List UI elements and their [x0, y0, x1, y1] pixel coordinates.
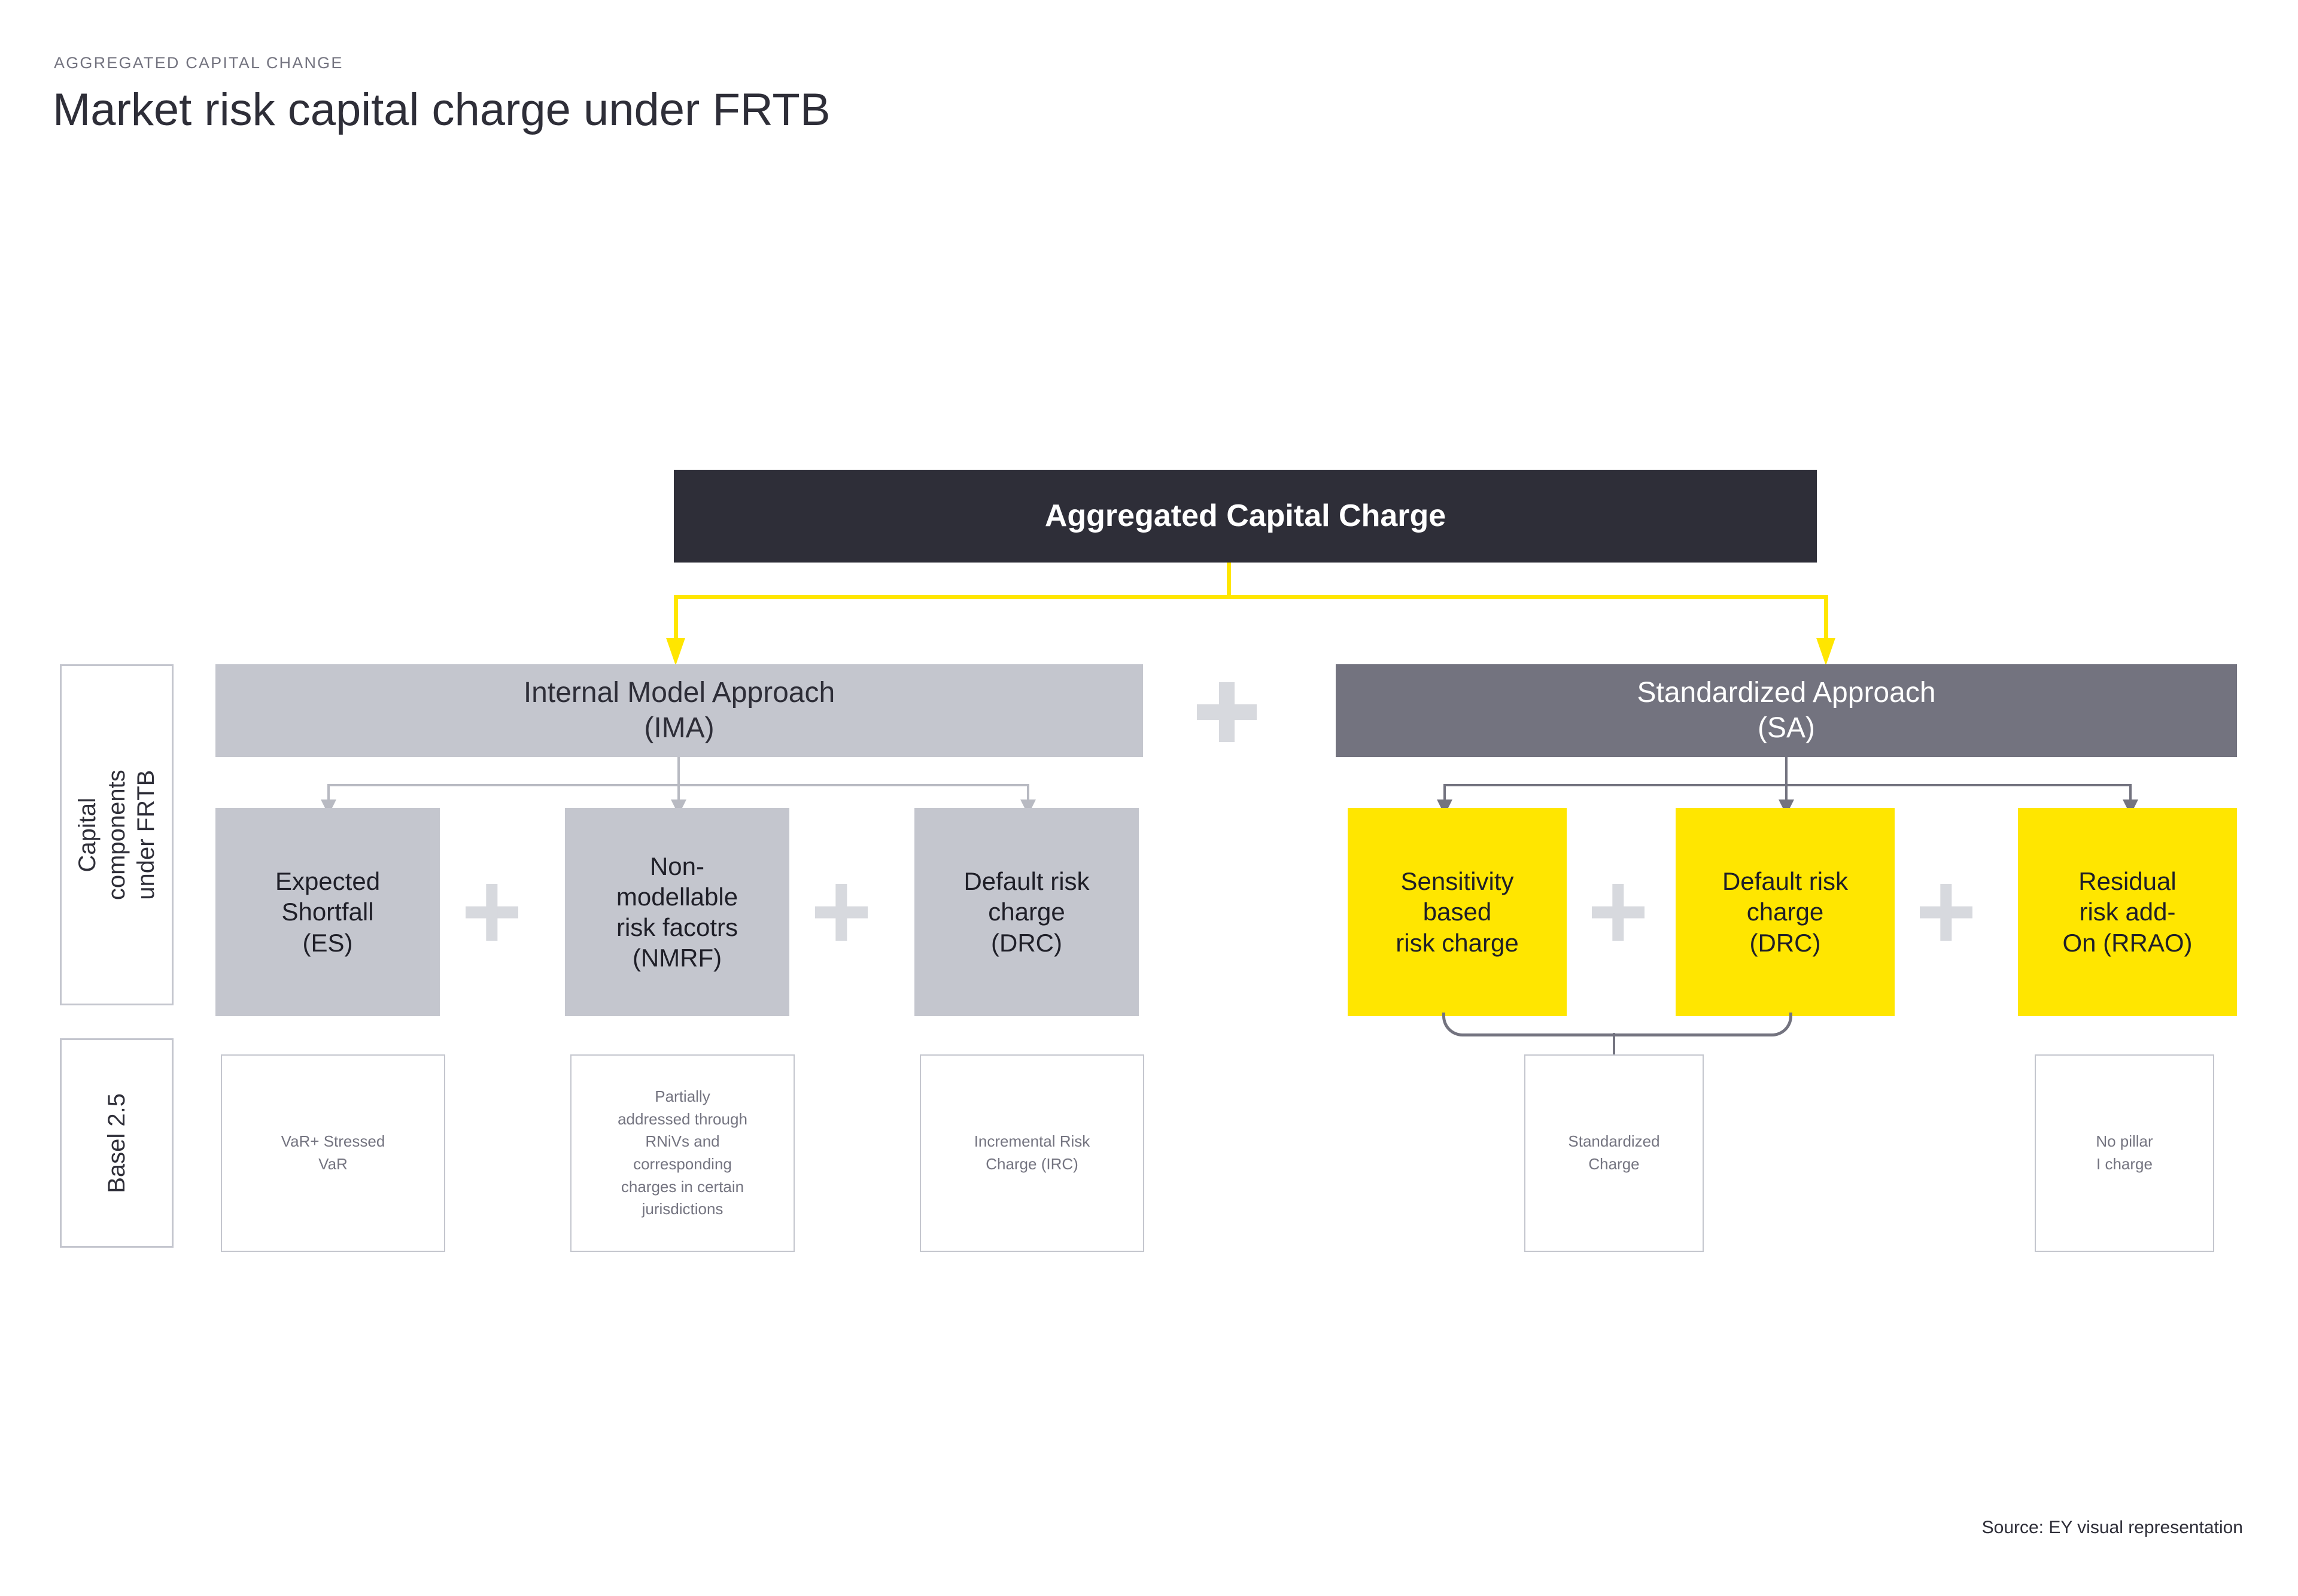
basel-note-no-pillar-i-charge: No pillar I charge [2035, 1054, 2214, 1252]
connector-root-drop-right [1824, 595, 1828, 642]
sa-grouping-brace-stem [1613, 1033, 1615, 1054]
page-title: Market risk capital charge under FRTB [53, 84, 831, 135]
sa-connector-bar [1443, 784, 2132, 786]
eyebrow-label: AGGREGATED CAPITAL CHANGE [54, 54, 344, 72]
connector-root-bar [674, 595, 1828, 599]
sa-connector-drop-2 [1785, 784, 1788, 806]
basel-note-irc: Incremental Risk Charge (IRC) [920, 1054, 1144, 1252]
sa-grouping-brace [1442, 1013, 1792, 1036]
operator-plus-sa-2 [1920, 884, 1972, 941]
ima-connector-stem [677, 757, 680, 786]
basel-note-standardized-charge: Standardized Charge [1524, 1054, 1704, 1252]
node-nmrf: Non- modellable risk facotrs (NMRF) [565, 808, 789, 1016]
node-expected-shortfall: Expected Shortfall (ES) [215, 808, 440, 1016]
arrowhead-sa [1816, 638, 1835, 665]
node-default-risk-charge-sa: Default risk charge (DRC) [1676, 808, 1895, 1016]
connector-root-drop-left [674, 595, 678, 642]
operator-plus-sa-1 [1592, 884, 1645, 941]
arrowhead-ima [666, 638, 685, 665]
sa-connector-drop-1 [1443, 784, 1446, 806]
ima-connector-drop-2 [677, 784, 680, 806]
node-default-risk-charge-ima: Default risk charge (DRC) [914, 808, 1139, 1016]
source-note: Source: EY visual representation [1981, 1518, 2243, 1537]
node-standardized-approach: Standardized Approach (SA) [1336, 664, 2237, 757]
node-residual-risk-add-on: Residual risk add- On (RRAO) [2018, 808, 2237, 1016]
basel-note-rnivs: Partially addressed through RNiVs and co… [570, 1054, 795, 1252]
connector-root-stem [1227, 563, 1231, 597]
operator-plus-ima-1 [466, 884, 518, 941]
row-label-basel-25: Basel 2.5 [60, 1038, 174, 1248]
row-label-text: Basel 2.5 [103, 1093, 130, 1193]
row-label-capital-components: Capital components under FRTB [60, 664, 174, 1005]
basel-note-var-stressed-var: VaR+ Stressed VaR [221, 1054, 445, 1252]
row-label-text: Capital components under FRTB [74, 770, 159, 900]
node-internal-model-approach: Internal Model Approach (IMA) [215, 664, 1143, 757]
node-label: Aggregated Capital Charge [1044, 498, 1446, 533]
ima-connector-drop-1 [327, 784, 330, 806]
node-sensitivity-based-risk-charge: Sensitivity based risk charge [1348, 808, 1567, 1016]
operator-plus-approaches [1197, 682, 1257, 742]
node-aggregated-capital-charge: Aggregated Capital Charge [674, 470, 1817, 563]
sa-connector-stem [1785, 757, 1788, 786]
ima-connector-drop-3 [1027, 784, 1029, 806]
sa-connector-drop-3 [2129, 784, 2132, 806]
operator-plus-ima-2 [815, 884, 868, 941]
